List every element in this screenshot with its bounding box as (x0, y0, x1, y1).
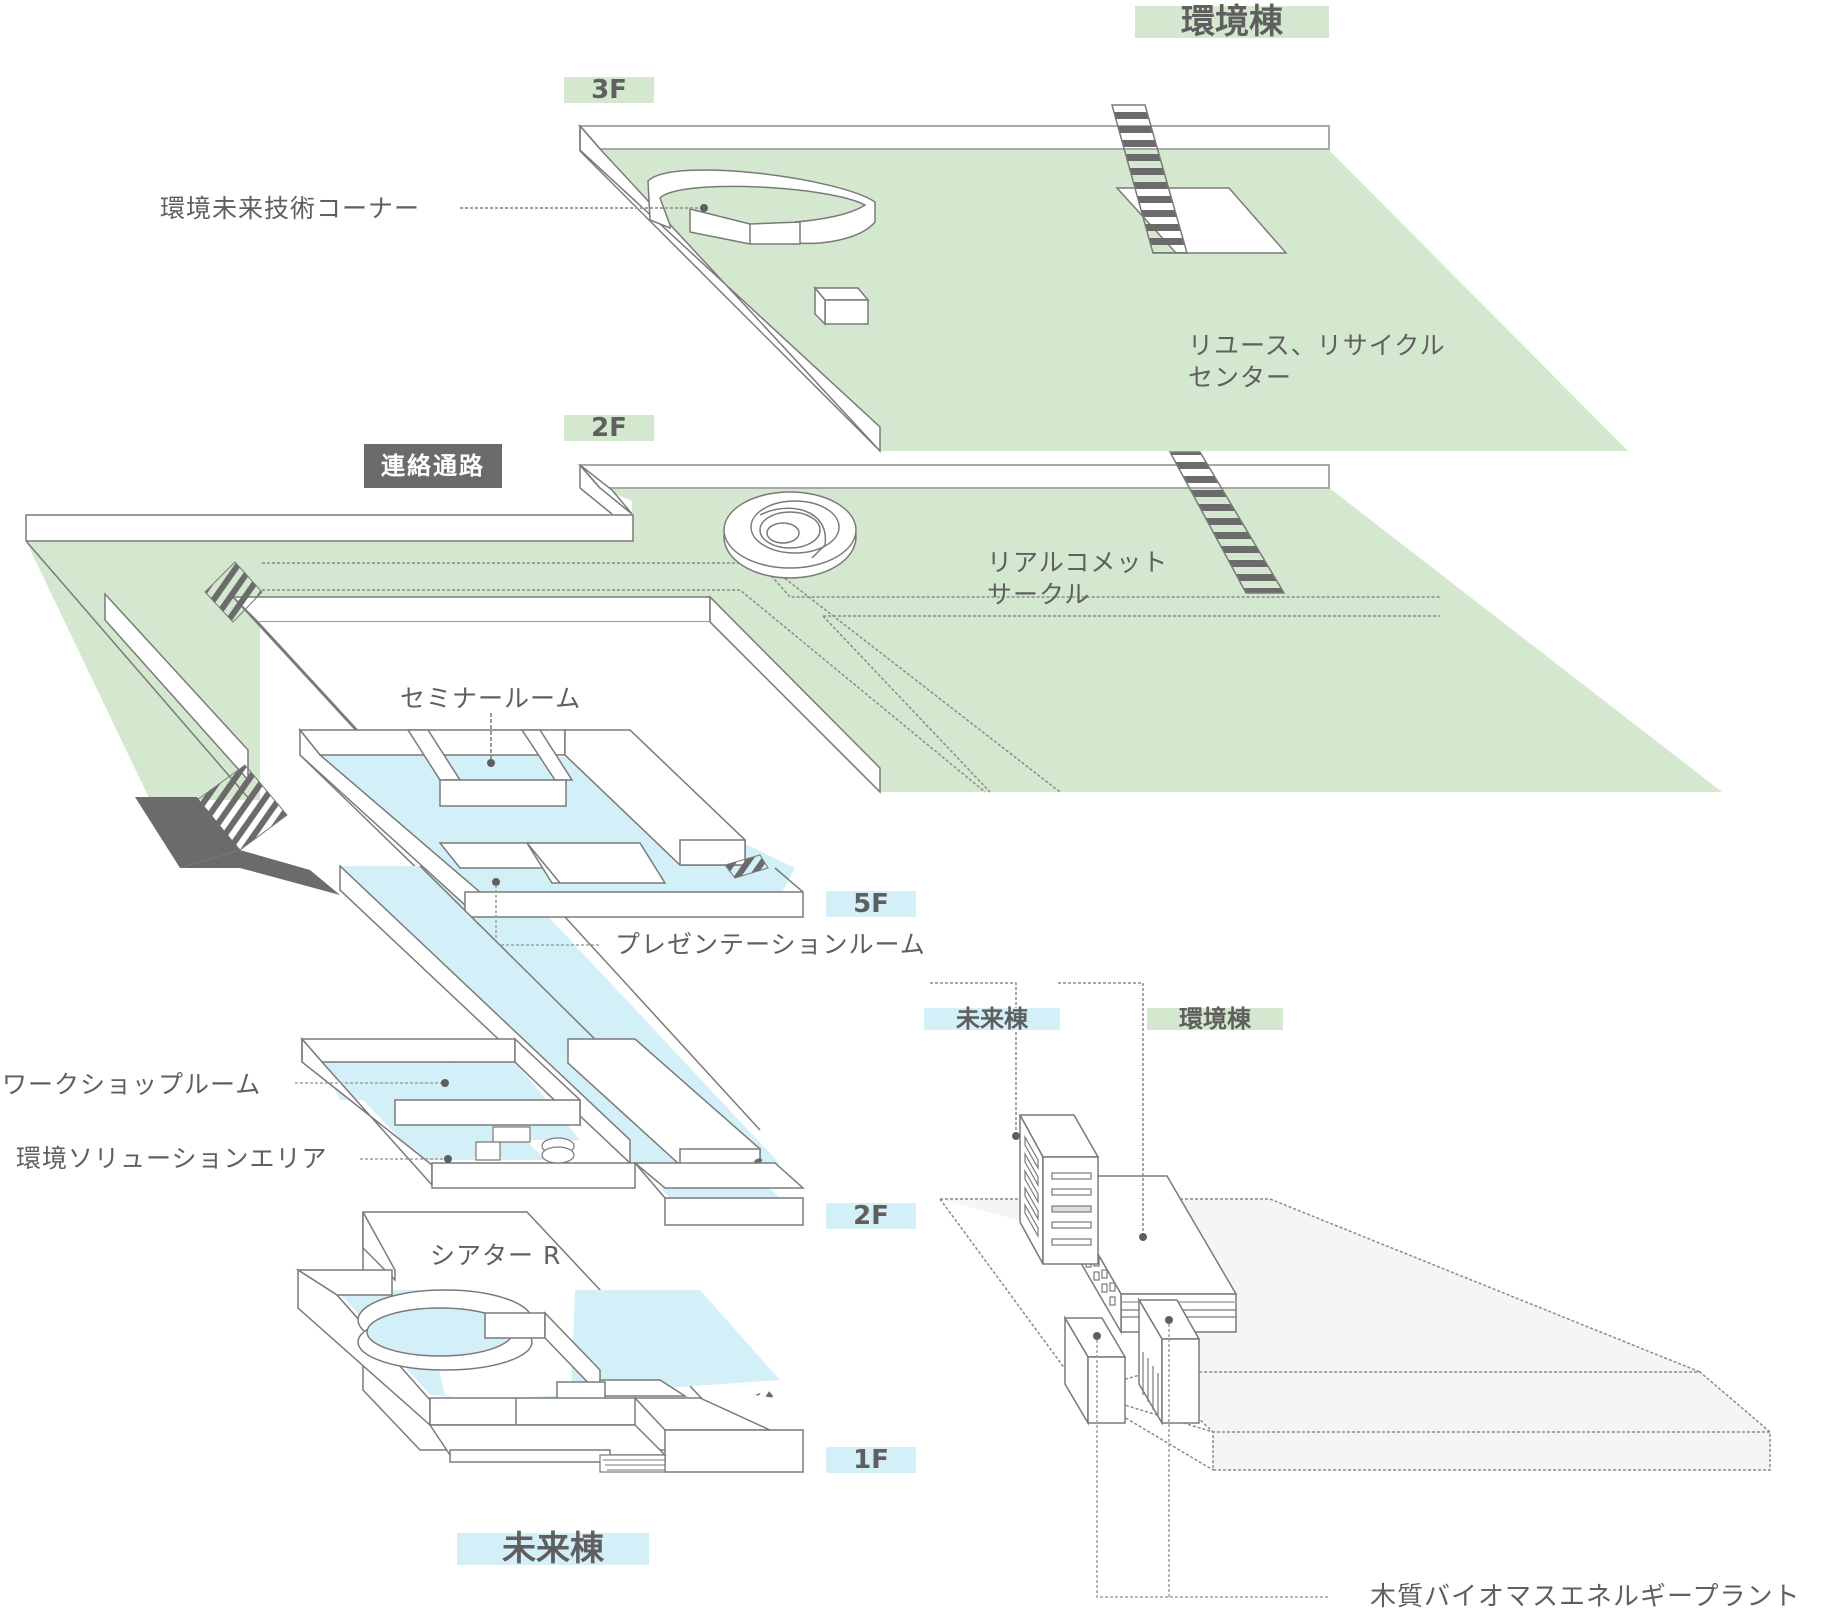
exhibit-box (813, 285, 870, 326)
label-theater-r: シアター R (430, 1241, 562, 1270)
leader-dot-icon (492, 878, 500, 886)
stairs-icon (135, 764, 340, 895)
site-label-mirai: 未来棟 (924, 1007, 1060, 1031)
passage-tag: 連絡通路 (364, 444, 502, 488)
floor-tag-kankyo-3f: 3F (564, 77, 654, 104)
stairs-icon (599, 1454, 666, 1473)
real-comet-circle (723, 491, 857, 579)
leader-dot-icon (1165, 1316, 1173, 1324)
leader-dot-icon (444, 1155, 452, 1163)
label-seminar-room: セミナールーム (400, 684, 582, 713)
floor-tag-mirai-5f: 5F (826, 891, 916, 918)
biomass-plant-model (1063, 1297, 1201, 1426)
label-real-comet-line1: リアルコメット (987, 548, 1169, 577)
label-real-comet-line2: サークル (987, 580, 1091, 609)
floor-tag-mirai-2f: 2F (826, 1203, 916, 1230)
leader-dot-icon (1093, 1332, 1101, 1340)
mirai-building-title: 未来棟 (457, 1532, 649, 1566)
kankyo-2f-floor (25, 451, 1722, 951)
label-workshop-room: ワークショップルーム (2, 1070, 262, 1099)
stairs-icon (204, 561, 263, 623)
label-future-tech-corner: 環境未来技術コーナー (160, 194, 421, 223)
leader-dot-icon (700, 204, 708, 212)
kankyo-3f-floor (460, 104, 1628, 453)
mirai-1f-floor (295, 1211, 804, 1473)
stairs-icon (1111, 104, 1188, 254)
stairs-icon (1168, 451, 1286, 594)
label-reuse-recycle-line1: リユース、リサイクル (1188, 331, 1446, 360)
mirai-2f-floor (295, 1036, 805, 1226)
label-presentation-room: プレゼンテーションルーム (615, 930, 926, 959)
leader-dot-icon (441, 1079, 449, 1087)
site-map (930, 982, 1771, 1598)
label-solution-area: 環境ソリューションエリア (16, 1144, 328, 1173)
site-label-kankyo: 環境棟 (1147, 1007, 1283, 1031)
floor-tag-kankyo-2f: 2F (564, 415, 654, 442)
leader-dot-icon (1139, 1233, 1147, 1241)
label-reuse-recycle-line2: センター (1188, 363, 1293, 392)
floor-tag-mirai-1f: 1F (826, 1447, 916, 1474)
label-biomass-plant: 木質バイオマスエネルギープラント (1370, 1582, 1801, 1612)
kankyo-building-title: 環境棟 (1135, 5, 1329, 39)
mirai-building-model (1018, 1114, 1100, 1265)
exhibit-ring (647, 169, 876, 245)
leader-dot-icon (487, 759, 495, 767)
leader-dot-icon (1012, 1132, 1020, 1140)
